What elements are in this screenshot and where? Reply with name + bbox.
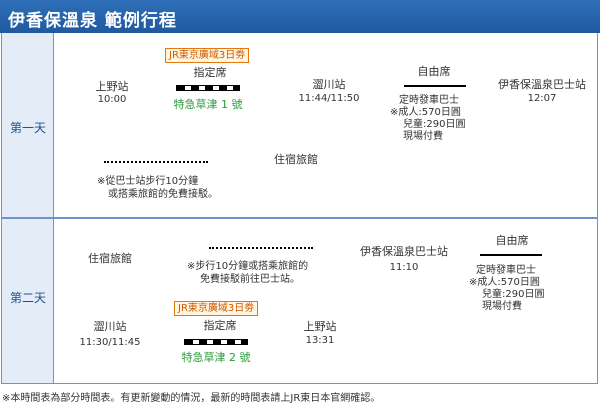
stop-ikaho-bus-name: 伊香保溫泉巴士站 (498, 78, 586, 91)
stop-shibukawa-name: 澀川站 (312, 78, 346, 91)
stop-shibukawa-time: 11:44/11:50 (298, 93, 360, 104)
stop-shibukawa-time: 11:30/11:45 (79, 337, 141, 348)
transfer-note-line-2: 或搭乘旅館的免費接駁。 (108, 189, 218, 200)
train-seat-type: 指定席 (193, 66, 227, 79)
bus-seat-type: 自由席 (495, 234, 529, 247)
bus-note-line-4: 現場付費 (403, 131, 443, 142)
walk-segment-line (104, 161, 208, 163)
timetable-footnote: ※本時間表為部分時間表。有更新變動的情況，最新的時間表請上JR東日本官網確認。 (2, 393, 381, 404)
bus-segment-line (404, 85, 466, 87)
bus-note-line-1: 定時發車巴士 (399, 95, 459, 106)
bus-note-line-2: ※成人:570日圓 (469, 277, 540, 288)
day-1-label-column: 第一天 (2, 33, 54, 217)
train-segment-line (176, 85, 240, 91)
page-header: 伊香保溫泉 範例行程 (0, 0, 600, 33)
stop-ueno-name: 上野站 (303, 320, 337, 333)
bus-note-line-4: 現場付費 (482, 301, 522, 312)
jr-pass-badge: JR東京廣域3日劵 (165, 48, 250, 63)
train-seat-type: 指定席 (203, 319, 237, 332)
transfer-note-line-1: ※從巴士站步行10分鐘 (97, 176, 199, 187)
transfer-note-line-1: ※步行10分鐘或搭乘旅館的 (187, 261, 309, 272)
bus-segment-line (480, 254, 542, 256)
day-1-label: 第一天 (9, 121, 46, 135)
train-service-name: 特急草津 2 號 (181, 351, 251, 364)
stop-ikaho-bus-name: 伊香保溫泉巴士站 (360, 245, 448, 258)
train-service-name: 特急草津 1 號 (173, 98, 243, 111)
bus-seat-type: 自由席 (417, 65, 451, 78)
day-1-panel: 第一天 上野站 10:00 JR東京廣域3日劵 指定席 特急草津 1 號 澀川站… (1, 33, 598, 218)
day-2-panel: 第二天 住宿旅館 ※步行10分鐘或搭乘旅館的 免費接駁前往巴士站。 伊香保溫泉巴… (1, 218, 598, 384)
bus-note-line-3: 兒童:290日圓 (482, 289, 545, 300)
day-2-label-column: 第二天 (2, 219, 54, 383)
jr-pass-badge: JR東京廣域3日劵 (174, 301, 259, 316)
stop-inn-name: 住宿旅館 (274, 153, 318, 166)
transfer-note-line-2: 免費接駁前往巴士站。 (200, 274, 300, 285)
stop-ueno-name: 上野站 (95, 80, 129, 93)
bus-note-line-2: ※成人:570日圓 (390, 107, 461, 118)
walk-segment-line (209, 247, 313, 249)
train-segment-line (184, 339, 248, 345)
page-title: 伊香保溫泉 範例行程 (8, 11, 177, 31)
bus-note-line-1: 定時發車巴士 (476, 265, 536, 276)
stop-ikaho-bus-time: 11:10 (389, 262, 419, 273)
stop-ikaho-bus-time: 12:07 (527, 93, 557, 104)
stop-ueno-time: 13:31 (305, 335, 335, 346)
stop-inn-name: 住宿旅館 (88, 252, 132, 265)
stop-shibukawa-name: 澀川站 (93, 320, 127, 333)
stop-ueno-time: 10:00 (97, 94, 127, 105)
bus-note-line-3: 兒童:290日圓 (403, 119, 466, 130)
day-2-label: 第二天 (9, 291, 46, 305)
